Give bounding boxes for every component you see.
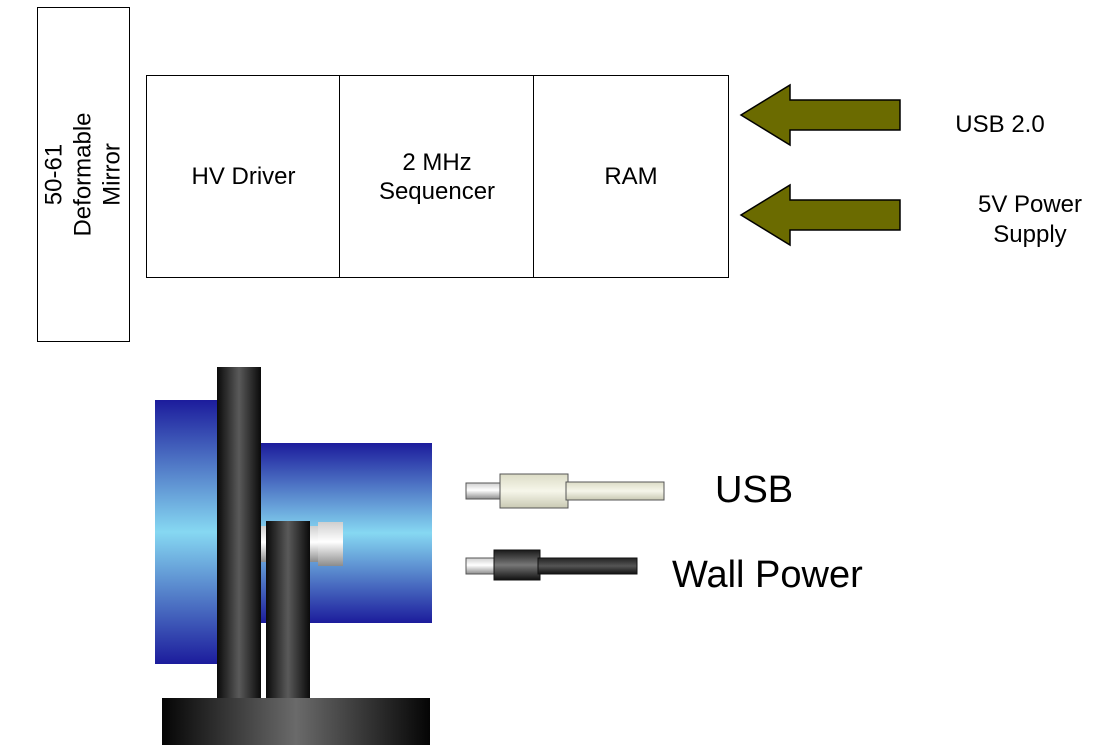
power-input-label: 5V Power Supply [977, 191, 1083, 248]
usb-connector-label: USB [715, 469, 794, 511]
deformable-mirror-box [37, 7, 130, 342]
sequencer-block [339, 75, 535, 278]
sequencer-label: 2 MHz Sequencer [378, 148, 496, 205]
wall-power-connector-label: Wall Power [672, 554, 863, 596]
power-input-arrow [739, 183, 901, 247]
hv-driver-block [146, 75, 341, 278]
usb-cable [565, 481, 665, 501]
mount-base [162, 698, 430, 745]
usb-input-arrow [739, 83, 901, 147]
usb-plug-body [499, 473, 569, 509]
mount-housing-large [155, 400, 225, 664]
mount-post [217, 367, 261, 707]
hv-driver-label: HV Driver [191, 163, 296, 190]
usb-input-label: USB 2.0 [955, 111, 1045, 138]
power-plug-tip [465, 557, 497, 575]
power-plug-body [493, 549, 541, 581]
ram-block [533, 75, 729, 278]
usb-plug-tip [465, 482, 503, 500]
mount-post-secondary [266, 521, 310, 707]
power-cable [537, 557, 638, 575]
mount-knob [318, 522, 343, 566]
ram-label: RAM [604, 163, 658, 190]
